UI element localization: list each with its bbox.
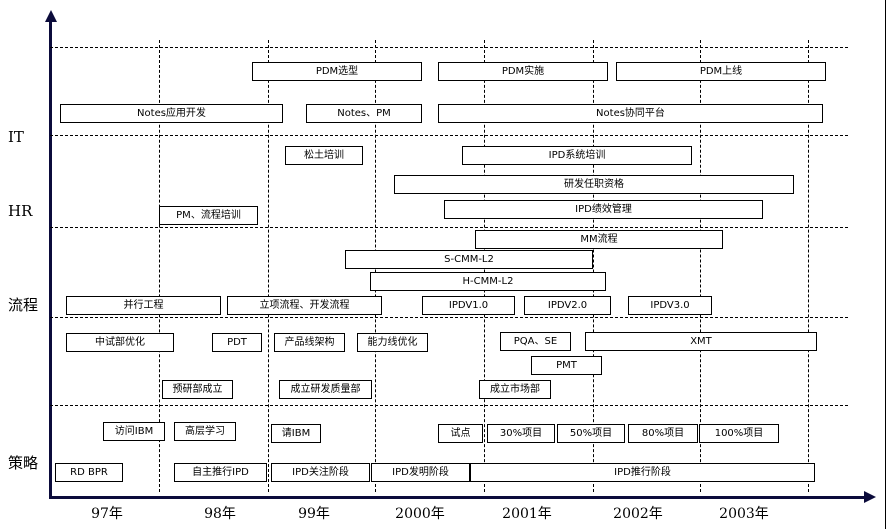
year-label: 99年: [298, 506, 330, 522]
timeline-box: XMT: [585, 332, 817, 351]
gridline: [50, 227, 848, 228]
year-divider: [268, 40, 269, 492]
timeline-box: 请IBM: [271, 424, 321, 443]
timeline-box: PM、流程培训: [159, 206, 258, 225]
year-divider: [808, 40, 809, 492]
timeline-box: IPD绩效管理: [444, 200, 763, 219]
gridline: [50, 135, 848, 136]
gridline: [50, 317, 848, 318]
timeline-box: H-CMM-L2: [370, 272, 606, 291]
year-divider: [159, 40, 160, 492]
right-border: [885, 0, 886, 529]
timeline-box: 80%项目: [628, 424, 698, 443]
timeline-box: IPD关注阶段: [271, 463, 370, 482]
year-label: 98年: [204, 506, 236, 522]
timeline-box: 高层学习: [174, 422, 236, 441]
timeline-box: 访问IBM: [103, 422, 165, 441]
year-label: 2002年: [613, 506, 663, 522]
timeline-box: 100%项目: [699, 424, 779, 443]
timeline-box: 预研部成立: [162, 380, 233, 399]
timeline-box: PDT: [212, 333, 262, 352]
timeline-box: 中试部优化: [66, 333, 174, 352]
timeline-box: 30%项目: [487, 424, 555, 443]
timeline-box: 立项流程、开发流程: [227, 296, 382, 315]
timeline-box: Notes应用开发: [60, 104, 283, 123]
timeline-box: 研发任职资格: [394, 175, 794, 194]
timeline-box: 自主推行IPD: [174, 463, 267, 482]
timeline-box: IPD推行阶段: [470, 463, 815, 482]
year-divider: [700, 40, 701, 492]
category-it: IT: [8, 128, 24, 146]
x-axis: [49, 496, 867, 499]
timeline-box: Notes、PM: [306, 104, 422, 123]
timeline-box: PMT: [531, 356, 602, 375]
timeline-box: Notes协同平台: [438, 104, 823, 123]
timeline-box: 50%项目: [557, 424, 625, 443]
timeline-box: PDM上线: [616, 62, 826, 81]
timeline-box: 产品线架构: [274, 333, 345, 352]
timeline-box: IPD系统培训: [462, 146, 692, 165]
year-divider: [593, 40, 594, 492]
year-label: 2003年: [719, 506, 769, 522]
timeline-box: 并行工程: [66, 296, 221, 315]
timeline-box: 能力线优化: [357, 333, 428, 352]
year-label: 97年: [91, 506, 123, 522]
category-strategy: 策略: [8, 454, 39, 472]
timeline-box: PDM选型: [252, 62, 422, 81]
timeline-box: S-CMM-L2: [345, 250, 593, 269]
category-hr: HR: [8, 202, 33, 220]
timeline-box: 松土培训: [285, 146, 363, 165]
timeline-box: 试点: [438, 424, 483, 443]
timeline-box: IPD发明阶段: [371, 463, 470, 482]
gridline: [50, 405, 848, 406]
y-axis-arrow: [45, 10, 57, 22]
year-label: 2000年: [395, 506, 445, 522]
timeline-box: MM流程: [475, 230, 723, 249]
timeline-box: IPDV3.0: [628, 296, 712, 315]
gridline: [50, 47, 848, 48]
timeline-box: 成立市场部: [479, 380, 551, 399]
category-process: 流程: [8, 296, 39, 314]
timeline-box: PQA、SE: [500, 332, 571, 351]
x-axis-arrow: [864, 491, 876, 503]
year-label: 2001年: [502, 506, 552, 522]
y-axis: [49, 18, 52, 498]
timeline-box: 成立研发质量部: [279, 380, 372, 399]
timeline-box: PDM实施: [438, 62, 608, 81]
timeline-box: IPDV2.0: [524, 296, 611, 315]
timeline-box: RD BPR: [55, 463, 123, 482]
timeline-box: IPDV1.0: [422, 296, 515, 315]
